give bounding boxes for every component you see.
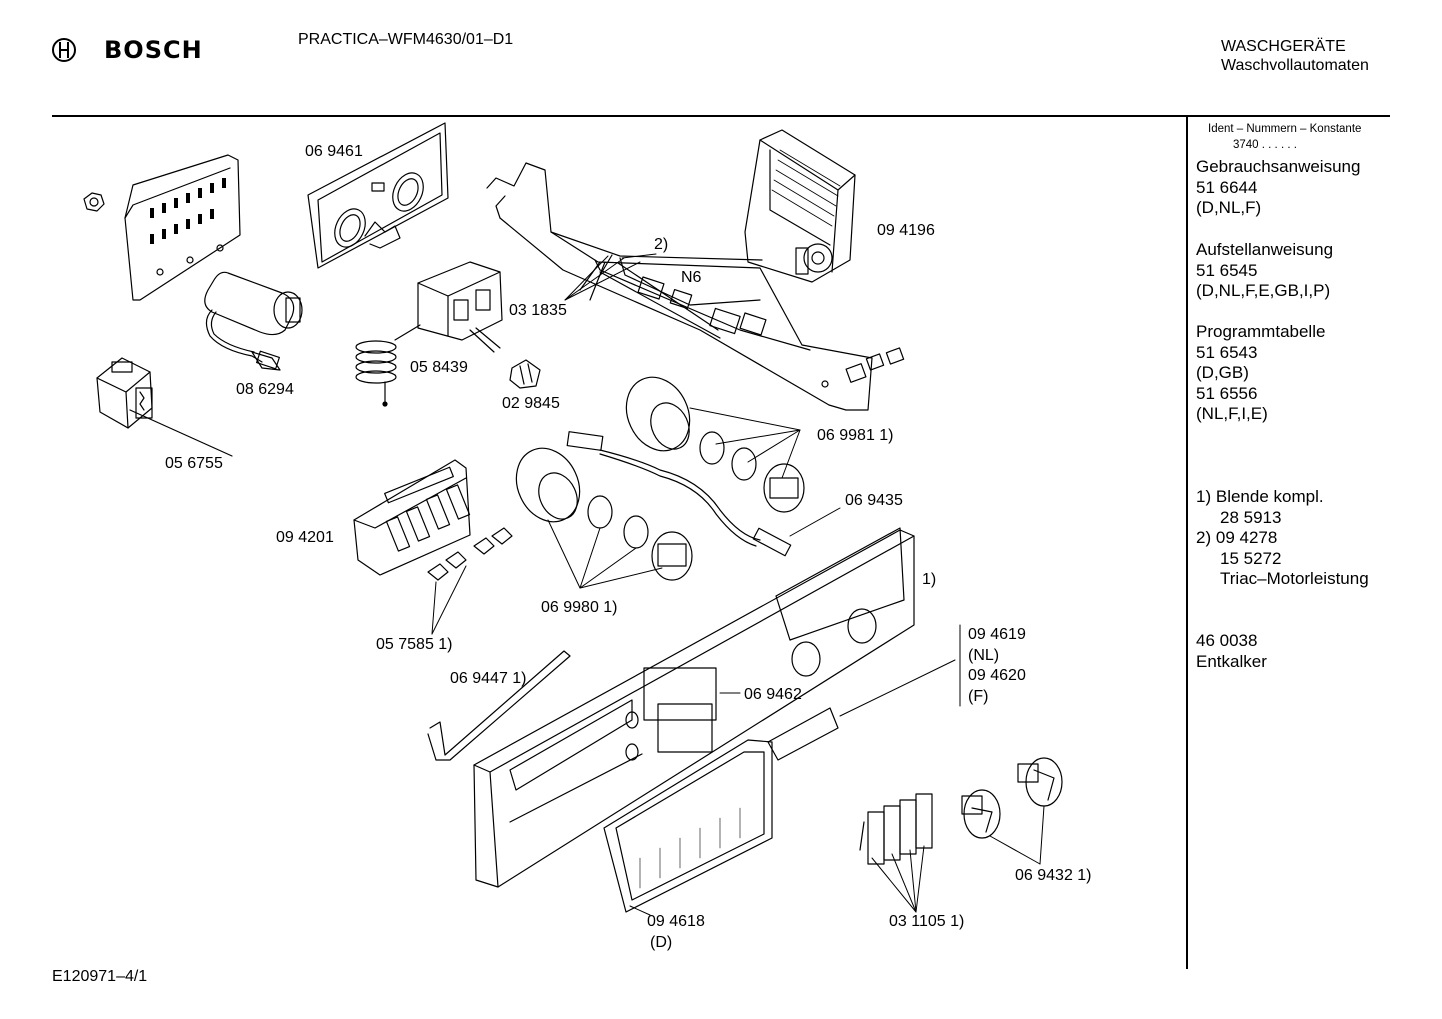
contact-clip-part bbox=[428, 528, 512, 580]
transformer-part bbox=[97, 358, 232, 456]
note-line: 15 5272 bbox=[1220, 548, 1282, 568]
hex-nut-part bbox=[84, 193, 104, 211]
doc-block-aufstellanweisung: Aufstellanweisung 51 6545 (D,NL,F,E,GB,I… bbox=[1196, 240, 1333, 302]
brand-name: BOSCH bbox=[104, 36, 203, 64]
note-title: 09 4278 bbox=[1215, 528, 1278, 547]
model-title: PRACTICA–WFM4630/01–D1 bbox=[298, 31, 514, 48]
part-label-note-1: 1) bbox=[922, 571, 937, 588]
part-label-n6: N6 bbox=[681, 269, 702, 286]
doc-block-line: 51 6545 bbox=[1196, 260, 1258, 280]
doc-block-title: Programmtabelle bbox=[1196, 322, 1326, 341]
knob-cap-lower-part bbox=[505, 438, 692, 580]
part-label-031105: 03 1105 1) bbox=[889, 913, 965, 930]
part-label-094618: 09 4618 bbox=[647, 913, 705, 930]
doc-block-programmtabelle: Programmtabelle 51 6543 (D,GB) 51 6556 (… bbox=[1196, 322, 1325, 425]
doc-block-line: (NL,F,I,E) bbox=[1196, 404, 1268, 423]
extra-name: Entkalker bbox=[1196, 651, 1267, 671]
header-divider bbox=[52, 115, 1390, 117]
doc-block-line: 51 6556 bbox=[1196, 383, 1258, 403]
part-label-069447: 06 9447 1) bbox=[450, 670, 527, 687]
display-window-part bbox=[604, 740, 772, 912]
doc-id: E120971–4/1 bbox=[52, 968, 148, 985]
doc-block-line: 51 6543 bbox=[1196, 342, 1258, 362]
ident-title: Ident – Nummern – Konstante bbox=[1208, 123, 1362, 135]
front-panel-part bbox=[474, 528, 914, 887]
rotary-knob-part bbox=[962, 758, 1062, 838]
mounting-bracket-part bbox=[125, 155, 240, 300]
bosch-armature-icon bbox=[52, 38, 76, 62]
part-label-069981: 06 9981 1) bbox=[817, 427, 894, 444]
doc-block-title: Gebrauchsanweisung bbox=[1196, 157, 1361, 176]
part-label-094618-country: (D) bbox=[650, 934, 673, 951]
part-label-056755: 05 6755 bbox=[165, 455, 223, 472]
leader-lines bbox=[432, 254, 1044, 915]
note-title: Blende kompl. bbox=[1215, 487, 1324, 506]
knob-cap-upper-part bbox=[615, 367, 804, 512]
note-marker: 2) bbox=[1196, 528, 1212, 547]
part-label-069980: 06 9980 1) bbox=[541, 599, 618, 616]
note-2: 2) 09 4278 15 5272 Triac–Motorleistung bbox=[1196, 528, 1369, 590]
category-subtitle: Waschvollautomaten bbox=[1221, 57, 1369, 74]
door-lock-switch-part bbox=[356, 262, 502, 406]
doc-block-line: (D,NL,F) bbox=[1196, 198, 1262, 217]
button-block-part bbox=[860, 794, 932, 864]
doc-block-gebrauchsanweisung: Gebrauchsanweisung 51 6644 (D,NL,F) bbox=[1196, 157, 1360, 219]
category-title: WASCHGERÄTE bbox=[1221, 38, 1346, 55]
programmer-unit-part bbox=[745, 130, 855, 282]
exploded-view-drawing bbox=[0, 0, 1180, 960]
note-line: Triac–Motorleistung bbox=[1220, 569, 1369, 588]
rod-part bbox=[428, 651, 570, 760]
capacitor-part bbox=[205, 272, 302, 370]
ident-value: 3740 . . . . . . bbox=[1233, 139, 1297, 151]
part-label-note-2: 2) bbox=[654, 236, 669, 253]
connector-part bbox=[510, 360, 540, 388]
electronic-module-part bbox=[487, 163, 904, 410]
part-label-094620: 09 4620 bbox=[968, 667, 1026, 684]
note-line: 28 5913 bbox=[1220, 507, 1282, 527]
part-label-031835: 03 1835 bbox=[509, 302, 567, 319]
part-label-094201: 09 4201 bbox=[276, 529, 334, 546]
panel-cover-part bbox=[308, 123, 448, 268]
part-label-086294: 08 6294 bbox=[236, 381, 294, 398]
part-label-094619-country: (NL) bbox=[968, 647, 1000, 664]
doc-block-title: Aufstellanweisung bbox=[1196, 240, 1334, 259]
note-1: 1) Blende kompl. 28 5913 bbox=[1196, 487, 1324, 528]
doc-block-line: (D,GB) bbox=[1196, 363, 1249, 382]
part-label-069462: 06 9462 bbox=[744, 686, 802, 703]
part-label-057585: 05 7585 1) bbox=[376, 636, 453, 653]
part-label-094619: 09 4619 bbox=[968, 626, 1026, 643]
extra-number: 46 0038 bbox=[1196, 631, 1258, 650]
part-label-094196: 09 4196 bbox=[877, 222, 935, 239]
part-label-094620-country: (F) bbox=[968, 688, 989, 705]
part-label-069432: 06 9432 1) bbox=[1015, 867, 1092, 884]
part-label-058439: 05 8439 bbox=[410, 359, 468, 376]
note-marker: 1) bbox=[1196, 487, 1212, 506]
terminal-strip-part bbox=[354, 460, 470, 575]
part-label-029845: 02 9845 bbox=[502, 395, 560, 412]
extra-item: 46 0038 Entkalker bbox=[1196, 631, 1267, 672]
sidebar-divider bbox=[1186, 117, 1188, 969]
doc-block-line: (D,NL,F,E,GB,I,P) bbox=[1196, 281, 1331, 300]
trim-strip-part bbox=[768, 708, 838, 760]
part-label-069435: 06 9435 bbox=[845, 492, 903, 509]
part-label-069461: 06 9461 bbox=[305, 143, 363, 160]
bosch-logo bbox=[50, 36, 78, 69]
doc-block-line: 51 6644 bbox=[1196, 177, 1258, 197]
cable-harness-part bbox=[567, 432, 791, 556]
